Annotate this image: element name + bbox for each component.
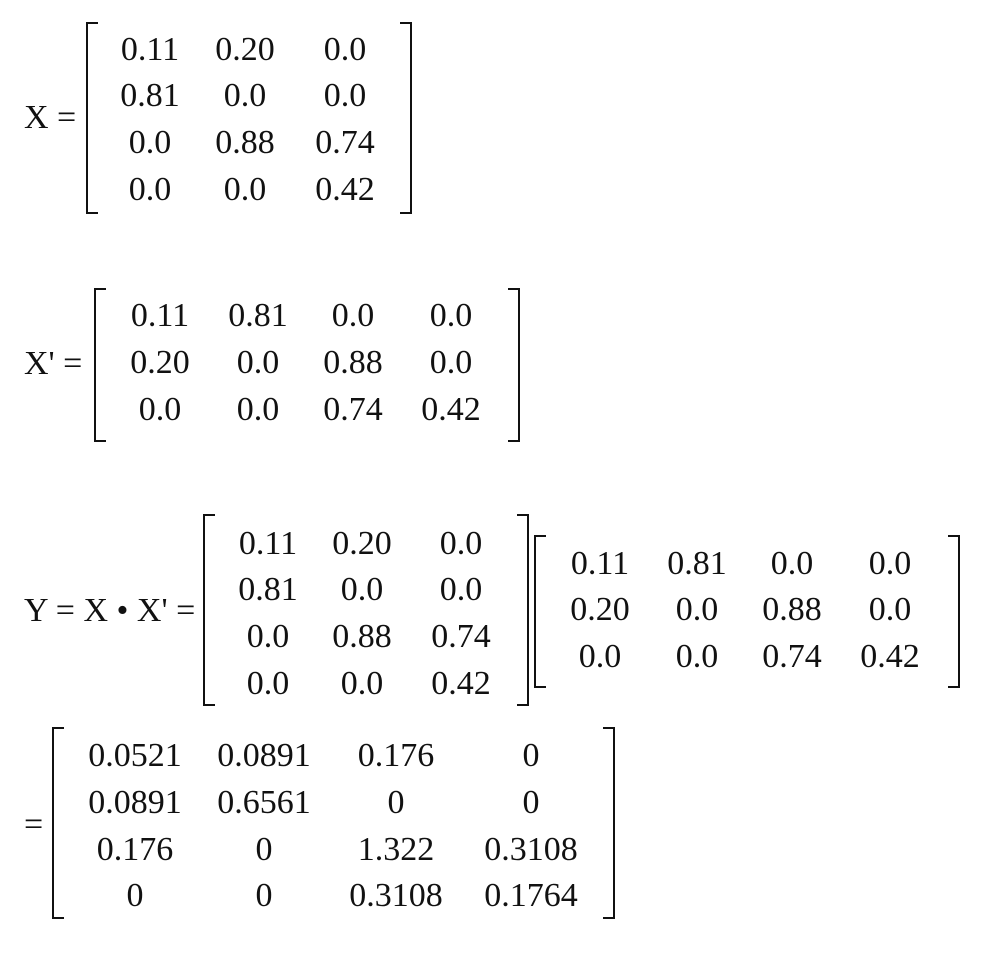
right-bracket [508, 288, 520, 442]
matrix-xt-cell: 0.0 [675, 591, 719, 628]
right-bracket [400, 22, 412, 214]
right-bracket [948, 535, 960, 688]
matrix-result-cell: 0.3108 [349, 877, 443, 914]
matrix-x-cell: 0.0 [246, 618, 290, 655]
matrix-xt-cell: 0.0 [868, 591, 912, 628]
matrix-x-cell: 0.88 [215, 124, 275, 161]
matrix-result-cell: 0 [522, 737, 540, 774]
matrix-xt-cell: 0.81 [228, 297, 288, 334]
matrix-x-transpose-in-product: 0.11 0.81 0.0 0.0 0.20 0.0 0.88 0.0 0.0 0.0 0.74 0.… [534, 535, 960, 688]
matrix-xt-cell: 0.42 [421, 391, 481, 428]
matrix-result-cell: 1.322 [357, 831, 435, 868]
matrix-x-cell: 0.42 [431, 665, 491, 702]
matrix-xt-cell: 0.0 [138, 391, 182, 428]
matrix-xt-cell: 0.0 [578, 638, 622, 675]
matrix-result-cell: 0.6561 [217, 784, 311, 821]
left-bracket [86, 22, 98, 214]
matrix-result-cell: 0 [255, 831, 273, 868]
matrix-x-in-product: 0.11 0.20 0.0 0.81 0.0 0.0 0.0 0.88 0.74 0.0 0.0 0.… [203, 514, 529, 706]
matrix-result-cell: 0.0891 [217, 737, 311, 774]
matrix-x-cell: 0.81 [238, 571, 298, 608]
matrix-xt-cell: 0.0 [675, 638, 719, 675]
x-label: X = [24, 99, 77, 136]
matrix-x-cell: 0.74 [431, 618, 491, 655]
matrix-x-cell: 0.11 [238, 525, 298, 562]
matrix-x-cell: 0.0 [223, 77, 267, 114]
matrix-x-cell: 0.11 [120, 31, 180, 68]
matrix-xt-cell: 0.11 [570, 545, 630, 582]
matrix-result-cell: 0 [522, 784, 540, 821]
matrix-x-cell: 0.0 [128, 171, 172, 208]
left-bracket [203, 514, 215, 706]
left-bracket [52, 727, 64, 919]
matrix-result-cell: 0.3108 [484, 831, 578, 868]
matrix-result-cell: 0.176 [357, 737, 435, 774]
matrix-x-cell: 0.0 [340, 665, 384, 702]
matrix-xt-cell: 0.11 [130, 297, 190, 334]
matrix-xt-cell: 0.0 [429, 297, 473, 334]
matrix-x-cell: 0.20 [215, 31, 275, 68]
right-bracket [603, 727, 615, 919]
matrix-x-transpose: 0.11 0.81 0.0 0.0 0.20 0.0 0.88 0.0 0.0 0.0 0.74 0.… [94, 288, 520, 442]
matrix-x-cell: 0.0 [323, 31, 367, 68]
matrix-xt-cell: 0.88 [762, 591, 822, 628]
matrix-x-cell: 0.0 [223, 171, 267, 208]
matrix-x-cell: 0.20 [332, 525, 392, 562]
matrix-xt-cell: 0.20 [130, 344, 190, 381]
matrix-result-cell: 0 [387, 784, 405, 821]
matrix-x-cell: 0.0 [439, 571, 483, 608]
matrix-xt-cell: 0.0 [236, 391, 280, 428]
matrix-xt-cell: 0.74 [323, 391, 383, 428]
matrix-result-cell: 0.0521 [88, 737, 182, 774]
matrix-xt-cell: 0.0 [429, 344, 473, 381]
matrix-xt-cell: 0.0 [868, 545, 912, 582]
matrix-xt-cell: 0.81 [667, 545, 727, 582]
matrix-x-cell: 0.0 [340, 571, 384, 608]
y-product-label: Y = X • X' = [24, 592, 196, 629]
x-transpose-label: X' = [24, 345, 83, 382]
matrix-result-cell: 0.1764 [484, 877, 578, 914]
matrix-x-cell: 0.0 [439, 525, 483, 562]
matrix-xt-cell: 0.88 [323, 344, 383, 381]
matrix-x-cell: 0.42 [315, 171, 375, 208]
matrix-xt-cell: 0.74 [762, 638, 822, 675]
matrix-xt-cell: 0.42 [860, 638, 920, 675]
matrix-result: 0.0521 0.0891 0.176 0 0.0891 0.6561 0 0 0.176 0 1.… [52, 727, 615, 919]
matrix-xt-cell: 0.0 [331, 297, 375, 334]
left-bracket [534, 535, 546, 688]
matrix-result-cell: 0.176 [96, 831, 174, 868]
matrix-x: 0.11 0.20 0.0 0.81 0.0 0.0 0.0 0.88 0.74 0.0 0.0 0.… [86, 22, 412, 214]
result-equals-label: = [24, 806, 44, 843]
matrix-x-cell: 0.0 [246, 665, 290, 702]
right-bracket [517, 514, 529, 706]
matrix-x-cell: 0.74 [315, 124, 375, 161]
matrix-result-cell: 0 [126, 877, 144, 914]
matrix-xt-cell: 0.0 [770, 545, 814, 582]
matrix-x-cell: 0.0 [323, 77, 367, 114]
left-bracket [94, 288, 106, 442]
matrix-result-cell: 0 [255, 877, 273, 914]
matrix-xt-cell: 0.20 [570, 591, 630, 628]
matrix-x-cell: 0.0 [128, 124, 172, 161]
matrix-result-cell: 0.0891 [88, 784, 182, 821]
matrix-xt-cell: 0.0 [236, 344, 280, 381]
matrix-x-cell: 0.88 [332, 618, 392, 655]
matrix-x-cell: 0.81 [120, 77, 180, 114]
